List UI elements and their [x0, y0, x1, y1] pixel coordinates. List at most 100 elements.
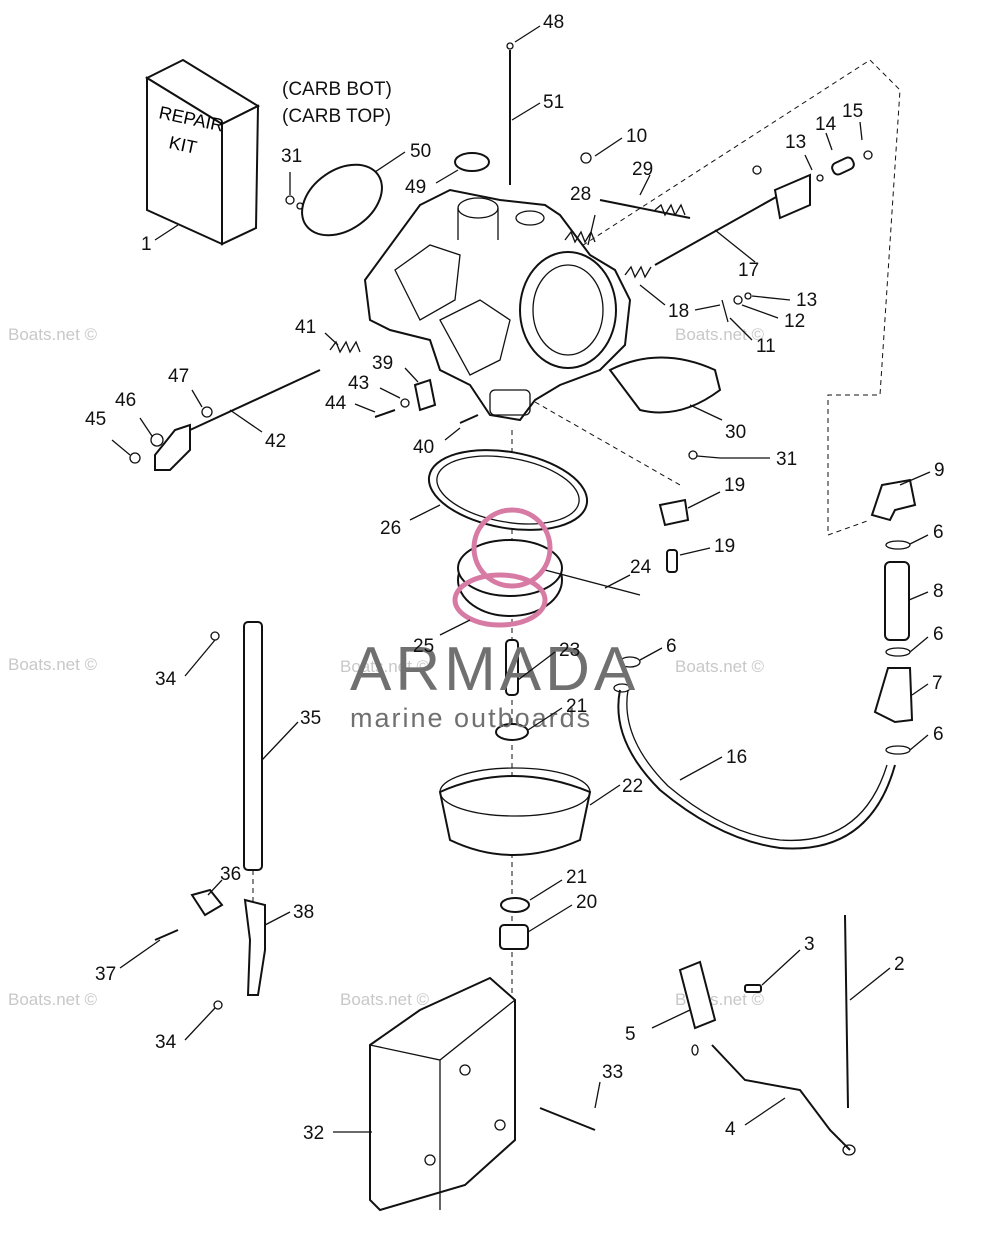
callout-label: 6: [933, 522, 944, 543]
callout-label: 47: [168, 366, 189, 387]
callout-label: 34: [155, 1032, 177, 1053]
callout-label: 3: [804, 934, 815, 955]
callout-label: 30: [725, 422, 746, 443]
callout-label: 4: [725, 1119, 736, 1140]
carb-bot-note: (CARB BOT): [282, 79, 392, 100]
callout-label: 25: [413, 636, 434, 657]
callout-label: 42: [265, 431, 286, 452]
part-inlet-needle: [505, 639, 519, 696]
part-silencer-cover: [369, 976, 516, 1212]
callout-label: 39: [372, 353, 393, 374]
part-drain-plug: [499, 924, 529, 950]
callout-label: 15: [842, 101, 863, 122]
callout-label: 17: [738, 260, 759, 281]
armada-brand: ARMADA: [350, 635, 639, 704]
callout-label: 31: [776, 449, 797, 470]
part-adjust-screw: [599, 199, 691, 219]
watermark-text: Boats.net ©: [8, 990, 98, 1009]
callout-label: 18: [668, 301, 689, 322]
callout-label: 14: [815, 114, 837, 135]
part-arm-lever: [678, 960, 717, 1030]
callout-label: 19: [724, 475, 745, 496]
watermark-text: Boats.net ©: [340, 657, 430, 676]
armada-watermark: ARMADA marine outboards: [350, 507, 639, 733]
callout-label: 2: [894, 954, 905, 975]
callout-label: 28: [570, 184, 591, 205]
watermark-text: Boats.net ©: [8, 655, 98, 674]
part-spring: [329, 340, 361, 354]
carburetor-body: [363, 188, 632, 422]
callout-label: 10: [626, 126, 647, 147]
callout-label: 51: [543, 92, 564, 113]
callout-label: 24: [630, 557, 652, 578]
callout-label: 26: [380, 518, 401, 539]
callout-label: 22: [622, 776, 643, 797]
callout-group: 48 51 10 29 28 14 15 13 17 18 13 12 11 3…: [85, 12, 945, 1144]
callout-label: 50: [410, 141, 431, 162]
callout-label: 8: [933, 581, 944, 602]
callout-label: 29: [632, 159, 653, 180]
part-throttle-plate: [608, 356, 722, 414]
callout-label: 6: [933, 724, 944, 745]
part-cover-plate: [301, 163, 383, 237]
callout-label: 33: [602, 1062, 623, 1083]
part-link-bar: [243, 621, 263, 871]
part-bracket: [413, 378, 437, 412]
callout-label: 48: [543, 12, 564, 33]
callout-label: 45: [85, 409, 106, 430]
callout-label: 6: [666, 636, 677, 657]
callout-label: 9: [934, 460, 945, 481]
callout-label: 5: [625, 1024, 636, 1045]
callout-label: 23: [559, 640, 580, 661]
callout-label: 20: [576, 892, 597, 913]
callout-label: 12: [784, 311, 805, 332]
part-wire-link: [711, 1044, 851, 1151]
watermark-text: Boats.net ©: [675, 657, 765, 676]
part-link-rod: [189, 369, 321, 431]
part-bracket: [243, 898, 266, 996]
part-cover-screw: [539, 1107, 596, 1131]
callout-label: 40: [413, 437, 434, 458]
callout-label: 13: [785, 132, 806, 153]
callout-label: 46: [115, 390, 136, 411]
callout-label: 13: [796, 290, 817, 311]
callout-label: 36: [220, 864, 241, 885]
part-spring: [624, 265, 652, 279]
callout-label: 37: [95, 964, 116, 985]
callout-label: 7: [932, 673, 943, 694]
callout-label: 6: [933, 624, 944, 645]
armada-logo: [471, 507, 553, 589]
callout-label: 43: [348, 373, 369, 394]
callout-label: 41: [295, 317, 316, 338]
part-gasket: [427, 449, 589, 531]
callout-label: 31: [281, 146, 302, 167]
part-rod: [844, 914, 849, 1109]
part-needle-seat: [658, 498, 690, 527]
repair-kit-box: REPAIR KIT: [144, 58, 261, 246]
callout-label: 19: [714, 536, 735, 557]
callout-label: 21: [566, 696, 587, 717]
part-elbow-fitting: [870, 478, 917, 522]
armada-tagline: marine outboards: [350, 703, 592, 733]
callout-label: 1: [141, 234, 152, 255]
part-tee-fitting: [873, 667, 914, 724]
callout-label: 34: [155, 669, 177, 690]
callout-label: 38: [293, 902, 314, 923]
part-bowl-gasket: [495, 723, 529, 741]
watermark-text: Boats.net ©: [675, 325, 765, 344]
watermark-text: Boats.net ©: [8, 325, 98, 344]
part-hose-section: [884, 561, 910, 641]
callout-label: 49: [405, 177, 426, 198]
callout-label: 35: [300, 708, 321, 729]
part-o-ring: [454, 152, 490, 172]
callout-label: 21: [566, 867, 587, 888]
watermark-text: Boats.net ©: [340, 990, 430, 1009]
carb-top-note: (CARB TOP): [282, 106, 391, 127]
part-fuel-hose: [617, 689, 896, 850]
callout-label: 11: [756, 336, 776, 357]
assembly-lines: [252, 59, 901, 1010]
callout-label: 44: [325, 393, 347, 414]
callout-label: 32: [303, 1123, 324, 1144]
callout-label: 16: [726, 747, 747, 768]
